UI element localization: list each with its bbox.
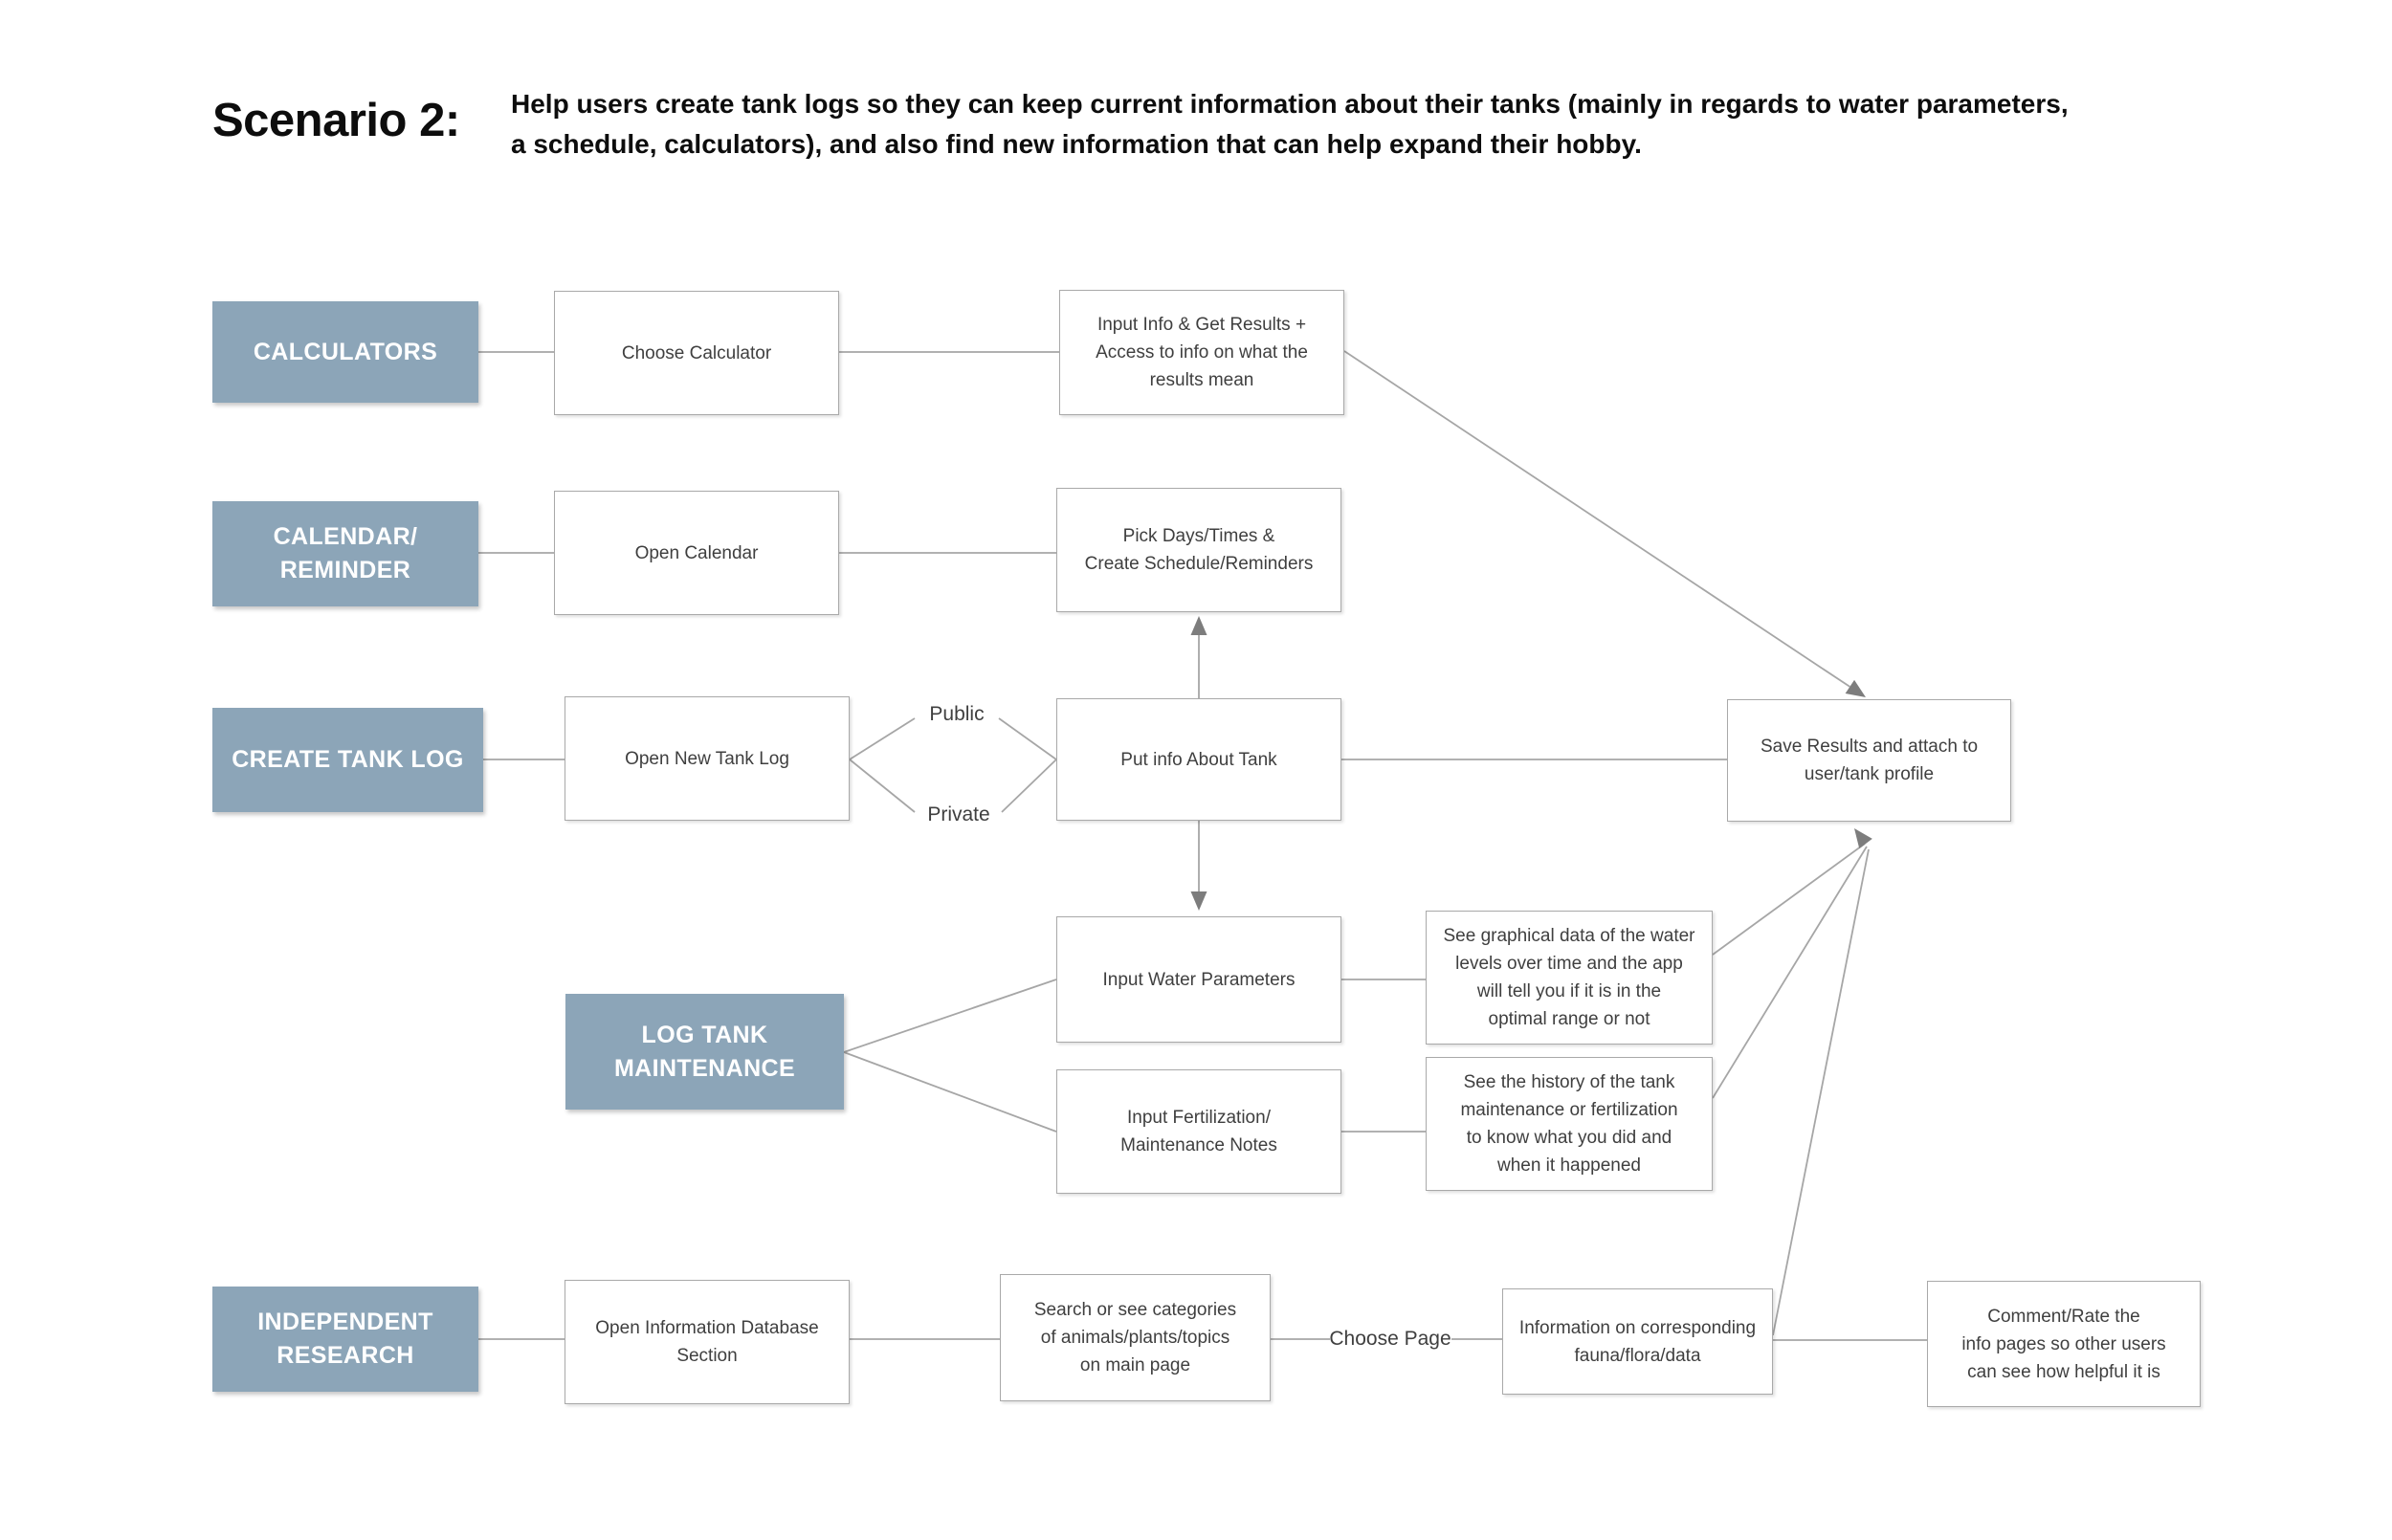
step-search-categories: Search or see categories of animals/plan… [1000, 1274, 1271, 1401]
page-title: Scenario 2: [212, 95, 460, 146]
step-open-information-database: Open Information Database Section [565, 1280, 850, 1404]
connector-line [1712, 843, 1866, 956]
node-label: Open Calendar [634, 542, 759, 563]
node-label: Put info About Tank [1120, 749, 1277, 770]
node-label: Comment/Rate the info pages so other use… [1961, 1306, 2166, 1382]
node-label: Pick Days/Times & Create Schedule/Remind… [1084, 526, 1314, 574]
step-put-info-about-tank: Put info About Tank [1056, 698, 1341, 821]
node-label: Save Results and attach to user/tank pro… [1760, 737, 1979, 784]
node-label: CALENDAR/ REMINDER [273, 523, 418, 583]
node-label: Input Fertilization/ Maintenance Notes [1120, 1108, 1277, 1155]
step-input-water-parameters: Input Water Parameters [1056, 916, 1341, 1043]
arrowhead [1854, 828, 1872, 849]
arrowhead [1190, 891, 1207, 911]
label-public: Public [929, 703, 985, 725]
arrowhead [1845, 679, 1866, 697]
connector-line [843, 979, 1057, 1053]
step-information-fauna-flora: Information on corresponding fauna/flora… [1502, 1288, 1773, 1395]
page-description: Help users create tank logs so they can … [511, 89, 2069, 159]
node-label: INDEPENDENT RESEARCH [257, 1309, 433, 1369]
step-save-results: Save Results and attach to user/tank pro… [1727, 699, 2011, 822]
connector-line [1001, 759, 1057, 813]
step-open-calendar: Open Calendar [554, 491, 839, 615]
connector-line [843, 1051, 1057, 1133]
step-see-history: See the history of the tank maintenance … [1426, 1057, 1713, 1191]
node-label: Input Water Parameters [1102, 969, 1296, 990]
connector-line [849, 759, 916, 813]
category-calendar-reminder: CALENDAR/ REMINDER [212, 501, 478, 606]
step-pick-days-create-schedule: Pick Days/Times & Create Schedule/Remind… [1056, 488, 1341, 612]
category-log-tank-maintenance: LOG TANK MAINTENANCE [565, 994, 844, 1110]
node-label: See graphical data of the water levels o… [1443, 926, 1695, 1029]
step-comment-rate: Comment/Rate the info pages so other use… [1927, 1281, 2201, 1407]
node-label: Search or see categories of animals/plan… [1033, 1300, 1237, 1375]
arrowhead [1190, 616, 1207, 635]
connector-line [998, 717, 1057, 760]
category-calculators: CALCULATORS [212, 301, 478, 403]
node-label: See the history of the tank maintenance … [1460, 1072, 1678, 1176]
connector-line [1772, 848, 1870, 1336]
label-private: Private [927, 803, 990, 825]
step-input-info-get-results: Input Info & Get Results + Access to inf… [1059, 290, 1344, 415]
category-independent-research: INDEPENDENT RESEARCH [212, 1287, 478, 1392]
step-open-new-tank-log: Open New Tank Log [565, 696, 850, 821]
step-input-fertilization-notes: Input Fertilization/ Maintenance Notes [1056, 1069, 1341, 1194]
connector-line [1712, 846, 1868, 1099]
node-label: CREATE TANK LOG [232, 746, 464, 773]
node-label: Information on corresponding fauna/flora… [1518, 1317, 1757, 1366]
node-label: Input Info & Get Results + Access to inf… [1096, 315, 1308, 390]
step-see-graphical-data: See graphical data of the water levels o… [1426, 911, 1713, 1045]
node-label: Open Information Database Section [595, 1318, 819, 1366]
node-label: Choose Calculator [621, 342, 772, 363]
category-create-tank-log: CREATE TANK LOG [212, 708, 483, 812]
connector-line [1343, 350, 1850, 688]
node-label: Open New Tank Log [625, 748, 789, 769]
label-choose-page: Choose Page [1329, 1328, 1451, 1350]
node-label: CALCULATORS [253, 338, 438, 365]
step-choose-calculator: Choose Calculator [554, 291, 839, 415]
connector-line [849, 717, 916, 760]
node-label: LOG TANK MAINTENANCE [613, 1021, 796, 1082]
